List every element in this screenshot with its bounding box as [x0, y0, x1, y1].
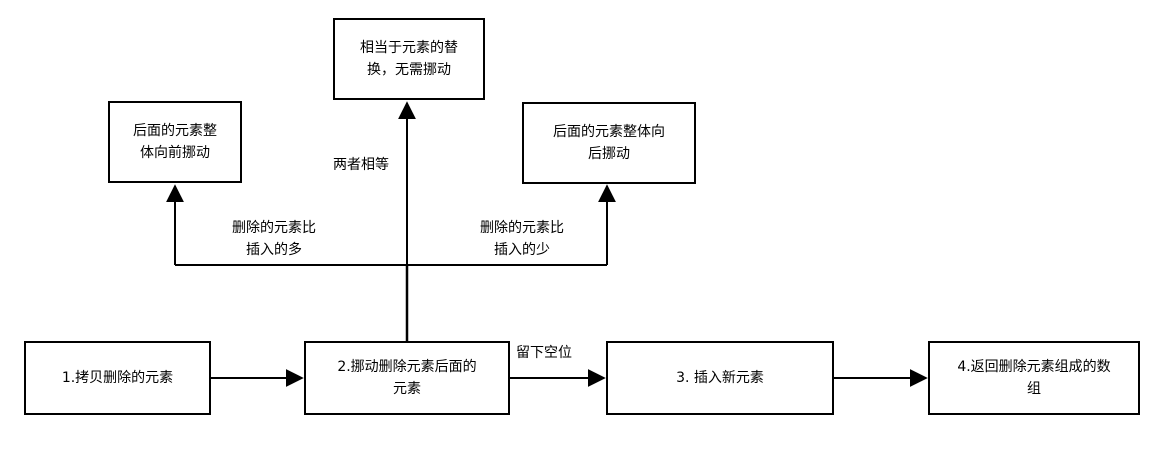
node-step1: 1.拷贝删除的元素: [24, 341, 211, 415]
edge-label-equal: 两者相等: [333, 154, 389, 176]
node-replace: 相当于元素的替 换，无需挪动: [333, 18, 485, 100]
edge-label-delete-less: 删除的元素比 插入的少: [480, 217, 564, 261]
node-backward: 后面的元素整体向 后挪动: [522, 102, 696, 184]
edge-label-delete-more: 删除的元素比 插入的多: [232, 217, 316, 261]
node-forward: 后面的元素整 体向前挪动: [108, 101, 242, 183]
edge-label-leave-gap: 留下空位: [516, 342, 572, 364]
node-step2: 2.挪动删除元素后面的 元素: [304, 341, 510, 415]
node-step4: 4.返回删除元素组成的数 组: [928, 341, 1140, 415]
node-step3: 3. 插入新元素: [606, 341, 834, 415]
